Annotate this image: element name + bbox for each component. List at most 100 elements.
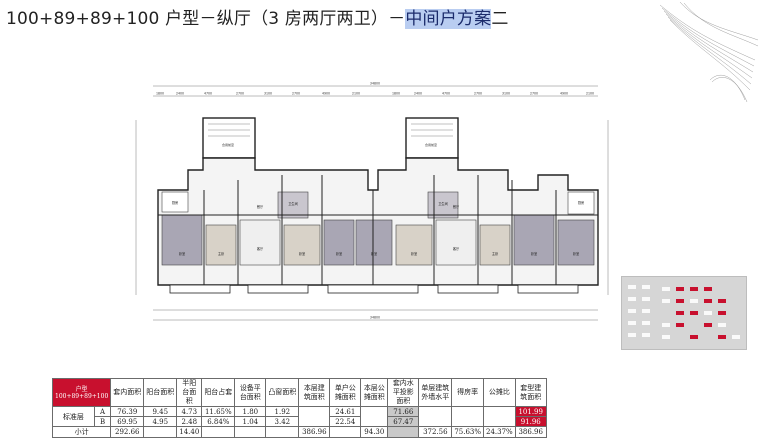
header-7: 单户公摊面积: [329, 378, 362, 407]
cell: 6.84%: [201, 416, 236, 427]
cell: 1.80: [234, 406, 267, 417]
dim-7: 4900: [322, 92, 330, 96]
cell: 292.66: [110, 426, 145, 438]
title-highlight[interactable]: 中间户方案: [405, 9, 492, 29]
cell: [329, 426, 362, 438]
cell: [418, 406, 453, 427]
cell: [451, 406, 485, 427]
header-10: 单层建筑外墙水平: [418, 378, 453, 407]
header-6: 本层建筑面积: [298, 378, 331, 407]
dim-9: 1800: [392, 92, 400, 96]
site-plan-thumbnail: [621, 276, 747, 350]
cell: 9.45: [143, 406, 178, 417]
cell: 24.61: [329, 406, 362, 417]
header-2: 半阳台面积: [176, 378, 203, 407]
stair-label-right: 合用前室: [425, 142, 437, 147]
cell: 69.95: [110, 416, 145, 427]
dim-total-top: 34800: [370, 82, 380, 86]
dim-total-bottom: 34800: [370, 316, 380, 320]
cell: 11.65%: [201, 406, 236, 417]
header-5: 凸窗面积: [265, 378, 300, 407]
room-kitchen-1: 厨房: [172, 200, 178, 205]
cell: 4.95: [143, 416, 178, 427]
dim-13: 3100: [502, 92, 510, 96]
cell: 22.54: [329, 416, 362, 427]
room-bedroom-2: 卧室: [299, 251, 305, 256]
cell: 372.56: [418, 426, 453, 438]
row-group-label: 标准层: [52, 406, 95, 427]
header-8: 本层公摊面积: [360, 378, 389, 407]
header-11: 得房率: [451, 378, 485, 407]
cell: 75.63%: [451, 426, 485, 438]
stair-label-left: 合用前室: [222, 142, 234, 147]
table-row: 标准层 A 76.39 9.45 4.73 11.65% 1.80 1.92 2…: [52, 406, 547, 427]
cell: 386.96: [514, 426, 547, 438]
dim-11: 4700: [442, 92, 450, 96]
header-4: 设备平台面积: [234, 378, 267, 407]
cell: 14.40: [176, 426, 203, 438]
page-title: 100+89+89+100 户型－纵厅（3 房两厅两卫）－中间户方案二: [6, 6, 509, 32]
decorative-swirl-image: [659, 1, 759, 103]
header-12: 公摊比: [483, 378, 516, 407]
dim-2: 2400: [176, 92, 184, 96]
cell: [483, 406, 516, 427]
dim-10: 2400: [414, 92, 422, 96]
dim-8: 2100: [352, 92, 360, 96]
floor-plan-drawing: 34800 34800 1800 2400 4700 2700 3100 270…: [135, 82, 609, 321]
room-living-2: 客厅: [453, 246, 460, 251]
cell: [387, 426, 420, 438]
room-bedroom-4: 卧室: [371, 251, 377, 256]
header-0: 套内面积: [110, 378, 145, 407]
cell: 76.39: [110, 406, 145, 417]
cell: 1.92: [265, 406, 300, 417]
dim-14: 2700: [530, 92, 538, 96]
cell: 2.48: [176, 416, 203, 427]
dim-6: 2700: [292, 92, 300, 96]
dim-15: 4900: [560, 92, 568, 96]
row-unit: B: [93, 416, 112, 427]
cell: 1.04: [234, 416, 267, 427]
dim-5: 3100: [264, 92, 272, 96]
room-bedroom-5: 卧室: [411, 251, 417, 256]
dim-3: 4700: [204, 92, 212, 96]
cell: 71.66: [387, 406, 420, 417]
title-main: 100+89+89+100 户型－纵厅（3 房两厅两卫）－: [6, 9, 406, 29]
room-living-1: 客厅: [257, 246, 264, 251]
type-value: 100+89+89+100: [55, 392, 109, 400]
cell: [234, 426, 267, 438]
room-dining-2: 餐厅: [453, 204, 460, 209]
cell: 386.96: [298, 426, 331, 438]
title-suffix: 二: [491, 9, 509, 29]
room-bedroom-6: 卧室: [531, 251, 537, 256]
row-group-label: 小计: [51, 426, 112, 438]
room-bath-2: 卫生间: [438, 201, 448, 206]
header-1: 阳台面积: [143, 378, 178, 407]
table-row: 小计 292.66 14.40 386.96 94.30 372.56 75.6…: [51, 426, 547, 438]
area-stats-table: 户型 100+89+89+100 套内面积 阳台面积 半阳台面积 阳台占套 设备…: [51, 378, 547, 438]
cell: [265, 426, 300, 438]
cell: [360, 406, 389, 427]
cell: 3.42: [265, 416, 300, 427]
room-master-2: 主卧: [492, 251, 499, 256]
cell: 67.47: [387, 416, 420, 427]
cell: 91.96: [514, 416, 547, 427]
dim-12: 2700: [474, 92, 482, 96]
cell: [143, 426, 178, 438]
cell: 94.30: [360, 426, 389, 438]
header-3: 阳台占套: [201, 378, 236, 407]
room-master-1: 主卧: [218, 251, 225, 256]
room-bedroom-7: 卧室: [573, 251, 579, 256]
room-kitchen-2: 厨房: [578, 200, 584, 205]
dim-16: 2100: [586, 92, 594, 96]
cell: [201, 426, 236, 438]
header-13: 套型建筑面积: [514, 378, 547, 407]
room-bedroom-1: 卧室: [179, 251, 185, 256]
cell: [298, 406, 331, 427]
cell: 24.37%: [483, 426, 516, 438]
dim-1: 1800: [156, 92, 164, 96]
cell: 4.73: [176, 406, 203, 417]
table-header-row: 户型 100+89+89+100 套内面积 阳台面积 半阳台面积 阳台占套 设备…: [51, 378, 547, 407]
room-dining-1: 餐厅: [257, 204, 264, 209]
room-bath-1: 卫生间: [288, 201, 298, 206]
room-bedroom-3: 卧室: [336, 251, 342, 256]
